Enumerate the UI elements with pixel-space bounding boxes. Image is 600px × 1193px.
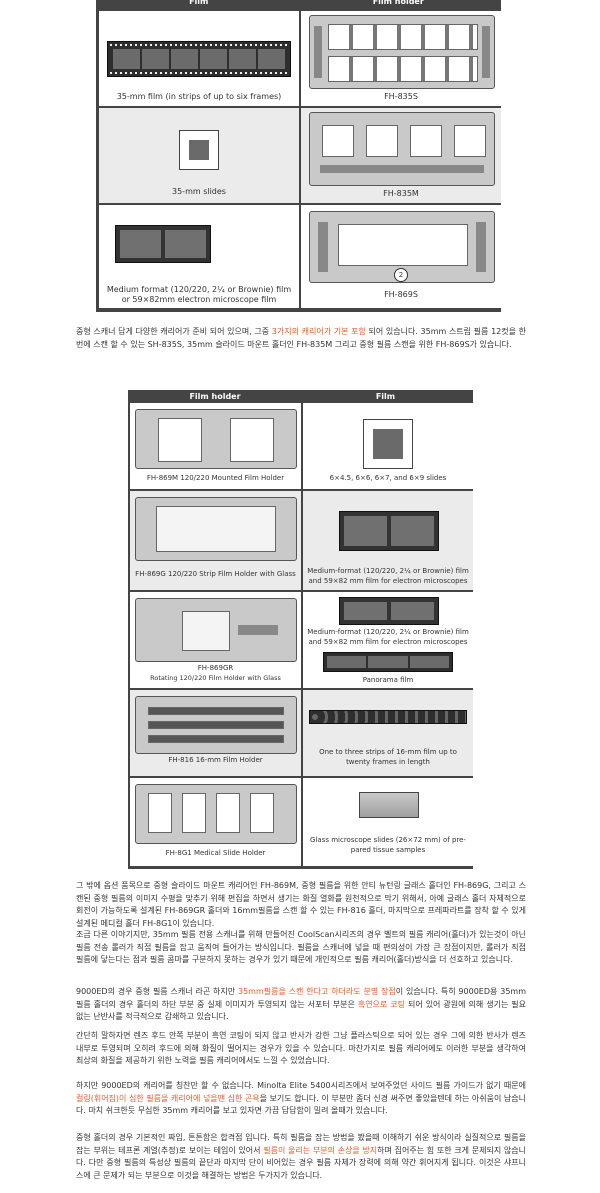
table2-row5-holder-cell: FH-8G1 Medical Slide Holder bbox=[130, 778, 301, 866]
table2-row4-film-caption-1: One to three strips of 16-mm film up to bbox=[319, 748, 457, 756]
table2-row3-film-caption-2: and 59×82 mm film for electron microscop… bbox=[308, 638, 468, 646]
table2-row4-film-caption-2: twenty frames in length bbox=[346, 758, 430, 766]
para1-text-b: 되어 있습니다. 35mm 스트립 필름 12컷을 한번에 스캔 할 수 있는 … bbox=[76, 327, 526, 349]
holder-fh869gr-image bbox=[135, 598, 297, 662]
film-panorama-image bbox=[323, 652, 453, 672]
table2-col-holder: Film holder bbox=[189, 392, 241, 401]
film-medium-format-image-3 bbox=[339, 597, 439, 625]
table1-col-holder: Film holder bbox=[372, 0, 424, 6]
para4-highlight-2: 흑연으로 코팅 bbox=[357, 999, 405, 1009]
table2-row3-holder-caption-2: Rotating 120/220 Film Holder with Glass bbox=[150, 674, 281, 682]
table2-row2-film-cell: Medium-format (120/220, 2¼ or Brownie) f… bbox=[303, 491, 473, 590]
table2-row3-film-cell: Medium-format (120/220, 2¼ or Brownie) f… bbox=[303, 592, 473, 688]
holder-badge: 2 bbox=[394, 268, 408, 282]
table2-row4-film-cell: One to three strips of 16-mm film up to … bbox=[303, 690, 473, 776]
para4-highlight-1: 35mm필름을 스캔 한다고 하더라도 분명 장점 bbox=[237, 987, 396, 996]
table2-row3-film-extra: Panorama film bbox=[362, 676, 414, 684]
table2-row3-holder-caption-1: FH-869GR bbox=[197, 664, 234, 672]
film-holder-table-1: Film Film holder 35-mm film (in strips o… bbox=[96, 0, 501, 312]
table1-row3-holder-cell: 2 FH-869S bbox=[301, 205, 501, 308]
table1-row3-holder-caption: FH-869S bbox=[384, 290, 418, 299]
table2-row5-film-caption-1: Glass microscope slides (26×72 mm) of pr… bbox=[310, 836, 466, 844]
para7-text-b: 하며 집어주는 힘 또한 크게 문제되지 않습니다. 다만 중형 필름의 특성상… bbox=[76, 1145, 526, 1180]
para4-text-a: 9000ED의 경우 중형 필름 스캐너 라곤 하지만 bbox=[76, 987, 238, 996]
table1-row3-film-cell: Medium format (120/220, 2¼ or Brownie) f… bbox=[99, 205, 299, 308]
table2-row3-holder-cell: FH-869GR Rotating 120/220 Film Holder wi… bbox=[130, 592, 301, 688]
holder-fh869m-image bbox=[135, 409, 297, 469]
table1-row1-holder-caption: FH-835S bbox=[384, 92, 418, 101]
para1-highlight: 3가지의 캐리어가 기본 포함 bbox=[271, 327, 366, 336]
para4-text-c: 되어 있어 광원에 의해 생기는 필요 없는 난반사를 적극적으로 감쇄하고 있… bbox=[76, 999, 526, 1022]
table2-header: Film holder Film bbox=[130, 390, 471, 403]
film-medium-format-image bbox=[115, 225, 211, 263]
table2-row4-holder-cell: FH-816 16-mm Film Holder bbox=[130, 690, 301, 776]
film-holder-table-2: Film holder Film FH-869M 120/220 Mounted… bbox=[128, 390, 473, 869]
table2-row5-film-caption-2: pared tissue samples bbox=[350, 846, 426, 854]
holder-fh869g-image bbox=[135, 497, 297, 561]
table2-row2-holder-caption: FH-869G 120/220 Strip Film Holder with G… bbox=[135, 570, 296, 578]
table2-row3-film-caption-1: Medium-format (120/220, 2¼ or Brownie) f… bbox=[307, 628, 469, 636]
table1-row3-film-caption-1: Medium format (120/220, 2¼ or Brownie) f… bbox=[106, 285, 292, 294]
table1-row1-film-caption: 35-mm film (in strips of up to six frame… bbox=[116, 92, 282, 101]
table2-row5-holder-caption: FH-8G1 Medical Slide Holder bbox=[165, 849, 266, 857]
table1-row2-film-cell: 35-mm slides bbox=[99, 108, 299, 203]
paragraph-6: 하지만 9000ED의 캐리어를 칭찬만 할 수 없습니다. Minolta E… bbox=[76, 1080, 526, 1118]
table1-row2-holder-caption: FH-835M bbox=[383, 189, 419, 198]
table1-row2-film-caption: 35-mm slides bbox=[172, 187, 226, 196]
paragraph-2: 그 밖에 옵션 품목으로 중형 슬라이드 마운트 캐리어인 FH-869M, 중… bbox=[76, 881, 526, 928]
slide-35mm-image bbox=[179, 130, 219, 170]
film-medium-format-image-2 bbox=[339, 511, 439, 551]
table1-row2-holder-cell: FH-835M bbox=[301, 108, 501, 203]
slide-glass-image bbox=[359, 792, 419, 818]
paragraph-7: 중형 홀더의 경우 기본적인 짜임, 튼튼함은 합격점 입니다. 특히 필름을 … bbox=[76, 1132, 526, 1182]
table2-row5-film-cell: Glass microscope slides (26×72 mm) of pr… bbox=[303, 778, 473, 866]
paragraph-5: 간단히 말하자면 렌즈 후드 안쪽 부분이 흑연 코팅이 되지 않고 반사가 강… bbox=[76, 1031, 526, 1065]
holder-fh835s-image bbox=[309, 15, 495, 89]
table1-row1-film-cell: 35-mm film (in strips of up to six frame… bbox=[99, 11, 299, 106]
para1-text-a: 중형 스캐너 답게 다양한 캐리어가 준비 되어 있으며, 그중 bbox=[76, 327, 272, 336]
table1-row3-film-caption-2: or 59×82mm electron microscope film bbox=[121, 295, 277, 304]
table2-row4-holder-caption: FH-816 16-mm Film Holder bbox=[168, 756, 263, 764]
table2-row1-film-cell: 6×4.5, 6×6, 6×7, and 6×9 slides bbox=[303, 403, 473, 489]
para6-highlight: 컬링(휘어짐)이 심한 필름을 캐리어에 넣을땐 심한 곤욕 bbox=[76, 1093, 260, 1103]
para6-text-a: 하지만 9000ED의 캐리어를 칭찬만 할 수 없습니다. Minolta E… bbox=[76, 1081, 526, 1090]
holder-fh835m-image bbox=[309, 112, 495, 186]
slide-medium-image bbox=[363, 419, 413, 469]
table1-row1-holder-cell: FH-835S bbox=[301, 11, 501, 106]
holder-fh8g1-image bbox=[135, 784, 297, 844]
paragraph-3: 조금 다른 이야기지만, 35mm 필름 전용 스캐너를 위해 만들어진 Coo… bbox=[76, 930, 526, 964]
holder-fh869s-image: 2 bbox=[309, 211, 495, 283]
table2-col-film: Film bbox=[375, 392, 396, 401]
table2-row1-holder-cell: FH-869M 120/220 Mounted Film Holder bbox=[130, 403, 301, 489]
table2-row1-film-caption: 6×4.5, 6×6, 6×7, and 6×9 slides bbox=[329, 474, 447, 482]
table2-row1-holder-caption: FH-869M 120/220 Mounted Film Holder bbox=[146, 474, 285, 482]
paragraph-1: 중형 스캐너 답게 다양한 캐리어가 준비 되어 있으며, 그중 3가지의 캐리… bbox=[76, 326, 526, 351]
paragraph-4: 9000ED의 경우 중형 필름 스캐너 라곤 하지만 35mm필름을 스캔 한… bbox=[76, 986, 526, 1024]
para4-text-b: 이 있습니다. 특히 9000ED용 35mm 필름 홀더의 경우 홀더의 하단… bbox=[76, 987, 526, 1009]
table2-row2-film-caption-1: Medium-format (120/220, 2¼ or Brownie) f… bbox=[307, 567, 469, 575]
table2-row2-film-caption-2: and 59×82 mm film for electron microscop… bbox=[308, 577, 468, 585]
holder-fh816-image bbox=[135, 696, 297, 754]
table1-col-film: Film bbox=[189, 0, 209, 6]
film-16mm-image bbox=[309, 710, 467, 724]
table1-header: Film Film holder bbox=[99, 0, 498, 11]
film-strip-35mm-image bbox=[107, 41, 291, 77]
table2-row2-holder-cell: FH-869G 120/220 Strip Film Holder with G… bbox=[130, 491, 301, 590]
para6-text-b: 을 보기도 합니다. 이 부분만 좀더 신경 써주면 좋았을텐데 하는 아쉬움이… bbox=[76, 1093, 526, 1116]
para7-text-a: 중형 홀더의 경우 기본적인 짜임, 튼튼함은 합격점 입니다. 특히 필름을 … bbox=[76, 1133, 526, 1155]
para7-highlight: 필름이 울리는 부분의 손상을 방지 bbox=[263, 1145, 378, 1155]
